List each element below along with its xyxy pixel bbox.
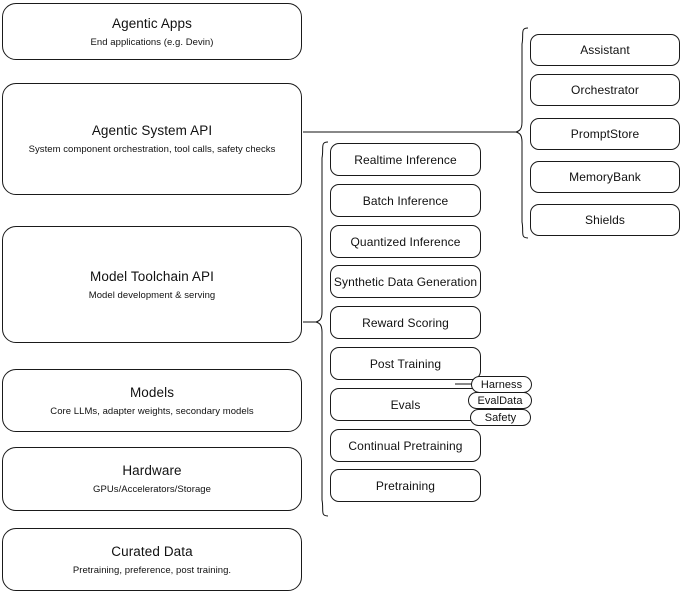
layer-title: Curated Data: [111, 543, 193, 559]
component-box-memorybank[interactable]: MemoryBank: [530, 161, 680, 193]
component-label: Orchestrator: [571, 83, 639, 97]
capability-box-continual-pretraining[interactable]: Continual Pretraining: [330, 429, 481, 462]
component-label: MemoryBank: [569, 170, 641, 184]
layer-subtitle: Model development & serving: [88, 289, 216, 301]
capability-box-quantized-inference[interactable]: Quantized Inference: [330, 225, 481, 258]
brace-toolchain-capabilities: [314, 141, 329, 517]
layer-subtitle: Core LLMs, adapter weights, secondary mo…: [50, 405, 254, 417]
component-box-assistant[interactable]: Assistant: [530, 34, 680, 66]
component-box-promptstore[interactable]: PromptStore: [530, 118, 680, 150]
tag-pill-harness[interactable]: Harness: [471, 376, 532, 393]
tag-label: Harness: [480, 378, 523, 391]
brace-system-components: [514, 27, 529, 239]
capability-label: Synthetic Data Generation: [333, 274, 478, 289]
tag-label: Safety: [484, 411, 517, 424]
capability-box-realtime-inference[interactable]: Realtime Inference: [330, 143, 481, 176]
capability-label: Continual Pretraining: [348, 438, 463, 453]
layer-box-curated-data[interactable]: Curated Data Pretraining, preference, po…: [2, 528, 302, 591]
capability-label: Quantized Inference: [350, 234, 461, 249]
capability-label: Pretraining: [375, 478, 436, 493]
tag-pill-safety[interactable]: Safety: [470, 409, 531, 426]
capability-label: Realtime Inference: [354, 152, 457, 167]
layer-box-hardware[interactable]: Hardware GPUs/Accelerators/Storage: [2, 447, 302, 511]
layer-box-model-toolchain-api[interactable]: Model Toolchain API Model development & …: [2, 226, 302, 343]
component-box-shields[interactable]: Shields: [530, 204, 680, 236]
layer-title: Model Toolchain API: [90, 268, 214, 284]
layer-title: Hardware: [122, 463, 182, 478]
capability-box-reward-scoring[interactable]: Reward Scoring: [330, 306, 481, 339]
capability-box-batch-inference[interactable]: Batch Inference: [330, 184, 481, 217]
layer-subtitle: System component orchestration, tool cal…: [28, 144, 276, 155]
layer-subtitle: GPUs/Accelerators/Storage: [93, 484, 211, 495]
capability-box-post-training[interactable]: Post Training: [330, 347, 481, 380]
component-label: Shields: [584, 213, 626, 227]
layer-box-agentic-apps[interactable]: Agentic Apps End applications (e.g. Devi…: [2, 3, 302, 60]
tag-label: EvalData: [477, 394, 523, 407]
capability-label: Reward Scoring: [362, 315, 449, 330]
capability-box-synthetic-data-generation[interactable]: Synthetic Data Generation: [330, 265, 481, 298]
tag-pill-evaldata[interactable]: EvalData: [468, 392, 532, 409]
capability-box-pretraining[interactable]: Pretraining: [330, 469, 481, 502]
component-box-orchestrator[interactable]: Orchestrator: [530, 74, 680, 106]
layer-subtitle: Pretraining, preference, post training.: [72, 564, 232, 576]
layer-box-agentic-system-api[interactable]: Agentic System API System component orch…: [2, 83, 302, 195]
layer-title: Agentic Apps: [111, 15, 192, 31]
layer-title: Agentic System API: [91, 123, 213, 138]
capability-label: Post Training: [369, 356, 442, 371]
layer-box-models[interactable]: Models Core LLMs, adapter weights, secon…: [2, 369, 302, 432]
layer-subtitle: End applications (e.g. Devin): [90, 36, 214, 48]
capability-box-evals[interactable]: Evals: [330, 388, 481, 421]
layer-title: Models: [129, 384, 175, 400]
component-label: PromptStore: [570, 127, 640, 141]
capability-label: Evals: [390, 397, 421, 412]
capability-label: Batch Inference: [362, 193, 449, 208]
component-label: Assistant: [580, 43, 630, 57]
